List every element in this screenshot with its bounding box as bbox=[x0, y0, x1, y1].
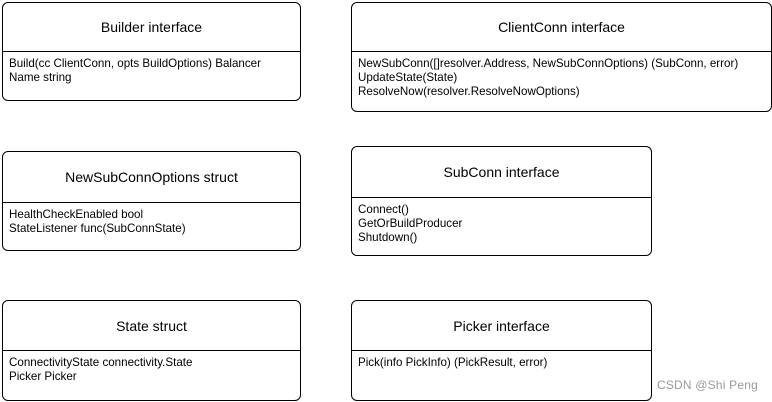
clientconn-member-newsubconn: NewSubConn([]resolver.Address, NewSubCon… bbox=[358, 57, 739, 70]
newsubconnoptions-struct-title: NewSubConnOptions struct bbox=[3, 152, 300, 203]
clientconn-interface-title: ClientConn interface bbox=[352, 3, 771, 52]
csdn-watermark: CSDN @Shi Peng bbox=[656, 378, 758, 392]
builder-member-name: Name string bbox=[9, 71, 72, 84]
builder-member-build: Build(cc ClientConn, opts BuildOptions) … bbox=[9, 57, 261, 70]
newsubconnoptions-member-statelistener: StateListener func(SubConnState) bbox=[9, 222, 186, 235]
newsubconnoptions-member-healthcheck: HealthCheckEnabled bool bbox=[9, 208, 144, 221]
state-member-picker: Picker Picker bbox=[9, 370, 77, 383]
picker-interface-members: Pick(info PickInfo) (PickResult, error) bbox=[352, 351, 651, 400]
clientconn-member-resolvenow: ResolveNow(resolver.ResolveNowOptions) bbox=[358, 85, 580, 98]
builder-interface-members: Build(cc ClientConn, opts BuildOptions) … bbox=[3, 52, 300, 100]
subconn-member-connect: Connect() bbox=[358, 203, 409, 216]
subconn-interface-box: SubConn interface Connect() GetOrBuildPr… bbox=[351, 146, 652, 256]
clientconn-interface-members: NewSubConn([]resolver.Address, NewSubCon… bbox=[352, 52, 771, 111]
builder-interface-box: Builder interface Build(cc ClientConn, o… bbox=[2, 2, 301, 101]
picker-interface-title: Picker interface bbox=[352, 301, 651, 351]
state-struct-title: State struct bbox=[3, 301, 300, 351]
newsubconnoptions-struct-box: NewSubConnOptions struct HealthCheckEnab… bbox=[2, 151, 301, 251]
newsubconnoptions-struct-members: HealthCheckEnabled bool StateListener fu… bbox=[3, 203, 300, 250]
clientconn-member-updatestate: UpdateState(State) bbox=[358, 71, 458, 84]
picker-member-pick: Pick(info PickInfo) (PickResult, error) bbox=[358, 356, 548, 369]
subconn-interface-title: SubConn interface bbox=[352, 147, 651, 198]
state-struct-box: State struct ConnectivityState connectiv… bbox=[2, 300, 301, 401]
subconn-member-shutdown: Shutdown() bbox=[358, 231, 418, 244]
state-struct-members: ConnectivityState connectivity.State Pic… bbox=[3, 351, 300, 400]
clientconn-interface-box: ClientConn interface NewSubConn([]resolv… bbox=[351, 2, 772, 112]
subconn-member-getorbuildproducer: GetOrBuildProducer bbox=[358, 217, 463, 230]
picker-interface-box: Picker interface Pick(info PickInfo) (Pi… bbox=[351, 300, 652, 401]
subconn-interface-members: Connect() GetOrBuildProducer Shutdown() bbox=[352, 198, 651, 255]
state-member-connectivitystate: ConnectivityState connectivity.State bbox=[9, 356, 193, 369]
builder-interface-title: Builder interface bbox=[3, 3, 300, 52]
